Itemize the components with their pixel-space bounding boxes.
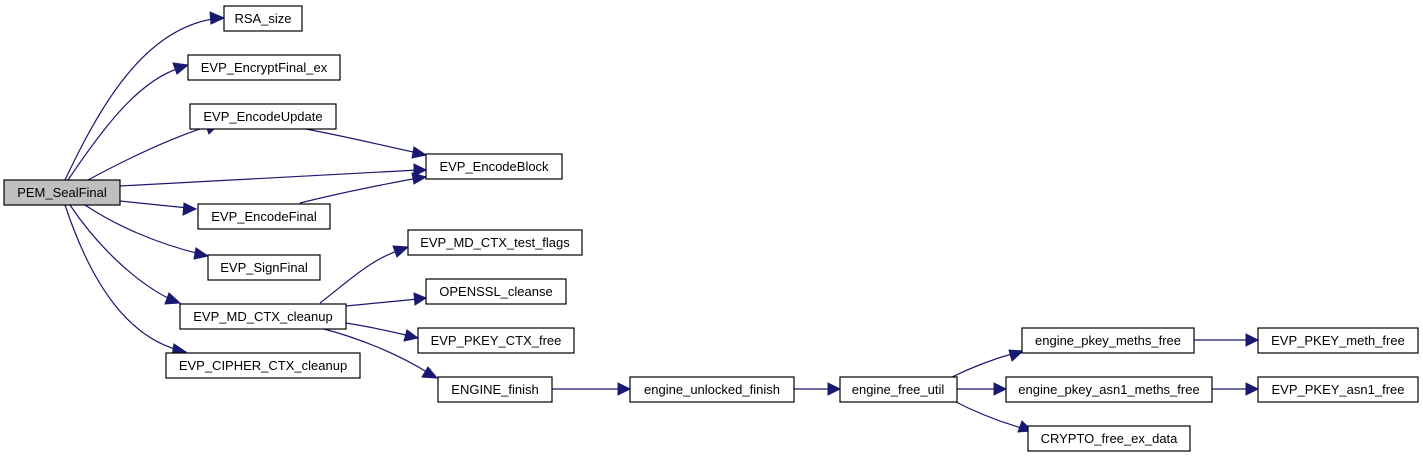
node-label: EVP_EncodeUpdate (203, 109, 322, 124)
node-label: RSA_size (234, 11, 291, 26)
node-label: EVP_CIPHER_CTX_cleanup (179, 358, 347, 373)
edge-engine-finish-to-engine-unlocked-finish (552, 382, 632, 396)
node-label: EVP_SignFinal (220, 260, 308, 275)
node-evp-pkey-meth-free[interactable]: EVP_PKEY_meth_free (1257, 327, 1419, 354)
edge-engine-free-util-to-engine-pkey-meths-free (949, 349, 1025, 379)
node-evp-encodeblock[interactable]: EVP_EncodeBlock (425, 153, 563, 180)
edge-engine-unlocked-finish-to-engine-free-util (794, 382, 842, 396)
node-label: EVP_MD_CTX_test_flags (420, 235, 570, 250)
node-crypto-free-ex-data[interactable]: CRYPTO_free_ex_data (1027, 425, 1191, 452)
node-label: EVP_PKEY_asn1_free (1272, 382, 1405, 397)
edge-pem-sealfinal-to-rsa-size (64, 11, 226, 181)
node-rsa-size[interactable]: RSA_size (223, 5, 303, 32)
edge-pem-sealfinal-to-evp-md-ctx-cleanup (69, 204, 182, 305)
node-openssl-cleanse[interactable]: OPENSSL_cleanse (425, 278, 567, 305)
edge-engine-pkey-meths-free-to-evp-pkey-meth-free (1194, 333, 1260, 347)
edge-evp-md-ctx-cleanup-to-evp-md-ctx-test-flags (319, 245, 410, 304)
node-label: EVP_EncodeFinal (211, 209, 317, 224)
edge-evp-encodefinal-to-evp-encodeblock (299, 172, 428, 204)
node-evp-encodeupdate[interactable]: EVP_EncodeUpdate (189, 103, 337, 130)
edge-engine-pkey-asn1-meths-free-to-evp-pkey-asn1-free (1212, 382, 1260, 396)
node-engine-finish[interactable]: ENGINE_finish (437, 376, 553, 403)
edge-pem-sealfinal-to-evp-encodeupdate (87, 122, 222, 181)
function-nodes: PEM_SealFinal RSA_size EVP_EncryptFinal_… (3, 5, 1419, 452)
node-engine-free-util[interactable]: engine_free_util (839, 376, 958, 403)
node-label: OPENSSL_cleanse (439, 284, 552, 299)
node-label: EVP_EncodeBlock (439, 159, 549, 174)
node-label: engine_pkey_asn1_meths_free (1018, 382, 1199, 397)
node-label: ENGINE_finish (451, 382, 538, 397)
edge-engine-free-util-to-engine-pkey-asn1-meths-free (957, 382, 1008, 396)
node-label: EVP_PKEY_meth_free (1271, 333, 1405, 348)
node-evp-pkey-ctx-free[interactable]: EVP_PKEY_CTX_free (417, 327, 575, 354)
node-label: engine_unlocked_finish (644, 382, 780, 397)
node-label: EVP_EncryptFinal_ex (201, 60, 328, 75)
node-engine-unlocked-finish[interactable]: engine_unlocked_finish (629, 376, 795, 403)
edge-evp-encodeupdate-to-evp-encodeblock (299, 127, 428, 159)
node-evp-md-ctx-cleanup[interactable]: EVP_MD_CTX_cleanup (179, 303, 347, 330)
edge-evp-md-ctx-cleanup-to-openssl-cleanse (345, 292, 428, 307)
edge-evp-md-ctx-cleanup-to-engine-finish (319, 327, 439, 379)
node-evp-encryptfinal-ex[interactable]: EVP_EncryptFinal_ex (187, 54, 341, 81)
node-engine-pkey-meths-free[interactable]: engine_pkey_meths_free (1021, 327, 1195, 354)
node-label: engine_pkey_meths_free (1035, 333, 1181, 348)
edge-pem-sealfinal-to-evp-encryptfinal-ex (67, 62, 190, 181)
node-evp-pkey-asn1-free[interactable]: EVP_PKEY_asn1_free (1257, 376, 1419, 403)
edge-pem-sealfinal-to-evp-encodefinal (119, 200, 198, 216)
node-label: CRYPTO_free_ex_data (1041, 431, 1179, 446)
node-pem-sealfinal[interactable]: PEM_SealFinal (3, 179, 121, 206)
node-evp-signfinal[interactable]: EVP_SignFinal (207, 254, 321, 281)
edge-engine-free-util-to-crypto-free-ex-data (951, 399, 1034, 433)
node-evp-md-ctx-test-flags[interactable]: EVP_MD_CTX_test_flags (407, 229, 583, 256)
node-engine-pkey-asn1-meths-free[interactable]: engine_pkey_asn1_meths_free (1005, 376, 1213, 403)
node-label: EVP_PKEY_CTX_free (431, 333, 562, 348)
node-label: engine_free_util (852, 382, 945, 397)
node-evp-cipher-ctx-cleanup[interactable]: EVP_CIPHER_CTX_cleanup (165, 352, 361, 379)
edge-pem-sealfinal-to-evp-encodeblock (119, 163, 428, 187)
edge-evp-md-ctx-cleanup-to-evp-pkey-ctx-free (345, 322, 420, 342)
node-label: PEM_SealFinal (17, 185, 107, 200)
node-label: EVP_MD_CTX_cleanup (193, 309, 332, 324)
edge-pem-sealfinal-to-evp-signfinal (84, 204, 210, 260)
node-evp-encodefinal[interactable]: EVP_EncodeFinal (197, 203, 331, 230)
